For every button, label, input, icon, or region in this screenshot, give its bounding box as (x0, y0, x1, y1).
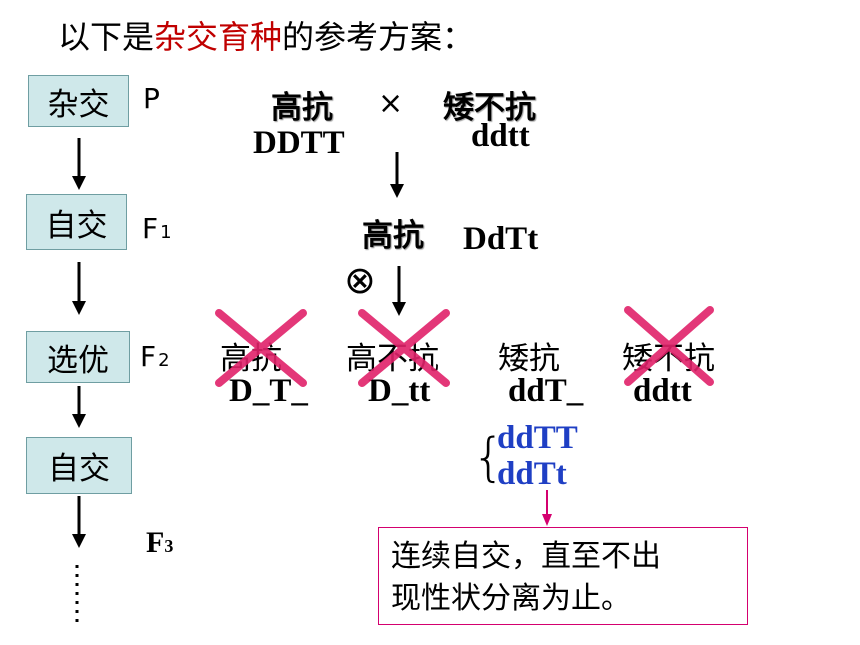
left-arrowhead-3 (72, 414, 86, 428)
f2-geno-4: ddtt (633, 373, 692, 409)
selected-geno-1: ddTT (497, 420, 578, 456)
note-line-2: 现性状分离为止。 (391, 581, 631, 616)
selected-brace: { (472, 428, 506, 488)
gen-label-p: P (143, 82, 162, 115)
step-box-select: 选优 (26, 331, 130, 383)
gen-f1-letter: F (142, 212, 161, 245)
gen-f2-letter: F (140, 340, 159, 373)
note-line-1: 连续自交，直至不出 (391, 539, 661, 574)
title-suffix: 的参考方案： (282, 18, 475, 56)
strike-1b (215, 309, 307, 387)
f1-geno: DdTt (463, 221, 539, 257)
gen-f3-letter: F (146, 526, 165, 559)
strike-4b (624, 306, 714, 386)
left-arrowhead-4 (72, 534, 86, 548)
parent-left-pheno: 高抗 (271, 90, 333, 126)
gen-label-f3: F3 (146, 526, 173, 560)
gen-label-f2: F2 (140, 340, 172, 373)
step-box-self-2: 自交 (26, 437, 132, 494)
title-prefix: 以下是 (58, 18, 155, 56)
title-highlight: 杂交育种 (154, 18, 283, 56)
selfing-icon: ⊗ (344, 258, 376, 302)
f2-pheno-3: 矮抗 (498, 341, 560, 377)
step-box-cross: 杂交 (28, 75, 129, 127)
gen-f2-sub: 2 (158, 350, 172, 371)
cross-symbol: × (378, 86, 404, 121)
page-title: 以下是杂交育种的参考方案： (58, 12, 474, 58)
parent-left-geno: DDTT (253, 125, 345, 161)
note-arrowhead (542, 514, 552, 526)
center-arrowhead-2 (392, 302, 406, 316)
selected-geno-2: ddTt (497, 456, 567, 492)
gen-f3-sub: 3 (164, 536, 174, 556)
f1-pheno: 高抗 (362, 218, 424, 254)
gen-f1-sub: 1 (160, 222, 174, 243)
parent-right-geno: ddtt (471, 118, 530, 154)
note-box: 连续自交，直至不出 现性状分离为止。 (378, 527, 748, 625)
left-arrowhead-2 (72, 301, 86, 315)
center-arrowhead-1 (390, 184, 404, 198)
parent-right-pheno: 矮不抗 (443, 90, 536, 126)
f2-geno-3: ddT_ (508, 373, 584, 409)
left-arrowhead-1 (72, 176, 86, 190)
step-box-self-1: 自交 (26, 194, 127, 250)
f2-geno-2: D_tt (368, 373, 431, 409)
strike-2b (358, 309, 450, 387)
gen-label-f1: F1 (142, 212, 174, 245)
